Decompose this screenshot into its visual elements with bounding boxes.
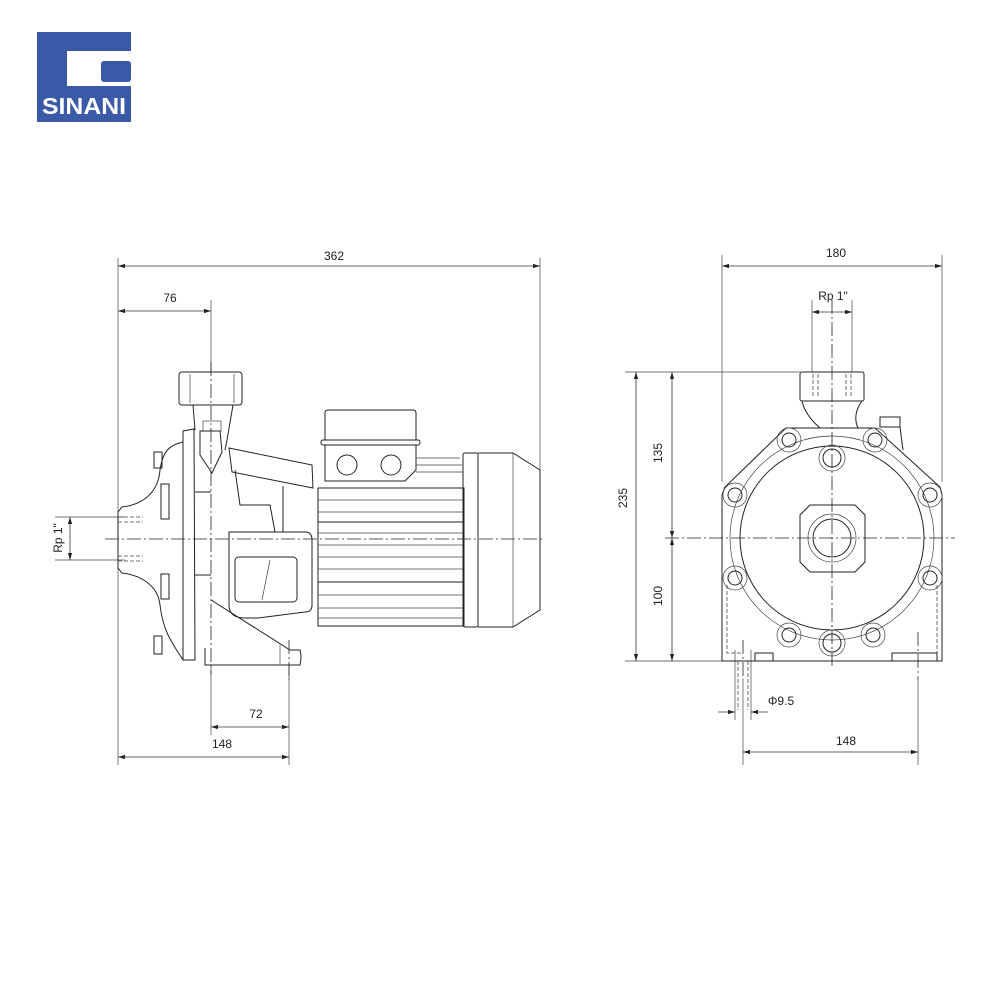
side-view: 362 76 Rp 1" 72 148 xyxy=(51,249,545,765)
dim-label-hole-diameter: Φ9.5 xyxy=(768,694,795,708)
dim-label-outlet-offset: 76 xyxy=(163,291,177,305)
dim-label-foot-length: 148 xyxy=(212,737,232,751)
front-view: 180 Rp 1" 235 135 100 Φ9.5 148 xyxy=(616,246,955,765)
dim-label-inlet-size: Rp 1" xyxy=(51,523,65,553)
dim-label-shaft-height: 100 xyxy=(651,586,665,606)
sinani-logo: SINANI xyxy=(37,32,131,122)
dim-label-foot-spacing: 148 xyxy=(836,734,856,748)
dim-label-upper-height: 135 xyxy=(651,443,665,463)
cable-gland-icon xyxy=(336,454,358,476)
dim-label-overall-height: 235 xyxy=(616,488,630,508)
dim-label-foot-width: 72 xyxy=(249,707,263,721)
svg-text:SINANI: SINANI xyxy=(42,93,126,119)
dim-label-overall-width: 180 xyxy=(826,246,846,260)
motor-fins xyxy=(318,499,464,619)
dim-label-outlet-size: Rp 1" xyxy=(818,289,848,303)
dim-label-overall-length: 362 xyxy=(324,249,344,263)
bolt-holes xyxy=(722,427,943,657)
cable-gland-icon xyxy=(380,454,402,476)
